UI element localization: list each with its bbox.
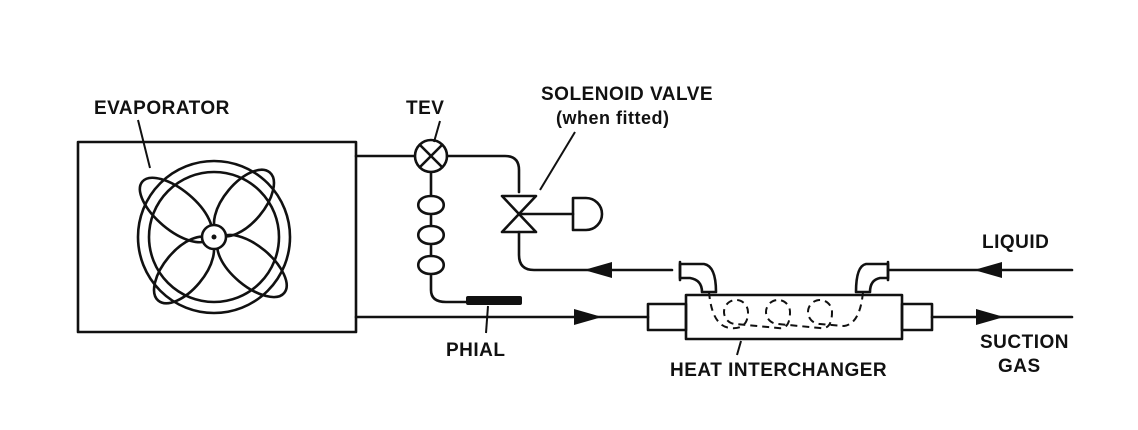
label-when-fitted: (when fitted) xyxy=(556,108,669,128)
phial-leader xyxy=(485,305,489,334)
tev-leader xyxy=(433,120,441,143)
fan-inner-circle xyxy=(147,170,281,304)
liquid-flow-arrow xyxy=(584,262,612,278)
solenoid-leader xyxy=(539,131,576,191)
label-tev: TEV xyxy=(406,98,444,119)
label-heat-interchanger: HEAT INTERCHANGER xyxy=(670,360,887,381)
label-suction: SUCTION xyxy=(980,332,1069,353)
evaporator-box xyxy=(76,140,358,334)
suction-outlet-arrow xyxy=(976,309,1004,325)
interchanger-right-stub xyxy=(900,302,934,332)
liquid-inlet-arrow xyxy=(974,262,1002,278)
capillary-coil xyxy=(416,170,472,304)
label-gas: GAS xyxy=(998,356,1041,377)
evaporator-leader xyxy=(137,119,151,169)
interchanger-left-elbow xyxy=(678,262,718,294)
phial-bulb xyxy=(466,296,522,305)
interchanger-right-elbow xyxy=(854,262,890,294)
fan-outer-circle xyxy=(136,159,292,315)
label-solenoid-valve: SOLENOID VALVE xyxy=(541,84,713,105)
solenoid-valve-body xyxy=(500,194,538,234)
interchanger-internal-coil xyxy=(708,291,864,330)
pipe-tev-to-solenoid xyxy=(445,154,521,194)
label-phial: PHIAL xyxy=(446,340,506,361)
label-evaporator: EVAPORATOR xyxy=(94,98,230,119)
interchanger-leader xyxy=(736,340,742,356)
fan-hub-dot xyxy=(211,234,217,240)
solenoid-actuator xyxy=(571,196,604,232)
interchanger-left-stub xyxy=(646,302,688,332)
pipe-solenoid-to-liquid xyxy=(517,230,674,272)
label-liquid: LIQUID xyxy=(982,232,1049,253)
suction-flow-arrow-1 xyxy=(574,309,602,325)
interchanger-body xyxy=(684,293,904,341)
